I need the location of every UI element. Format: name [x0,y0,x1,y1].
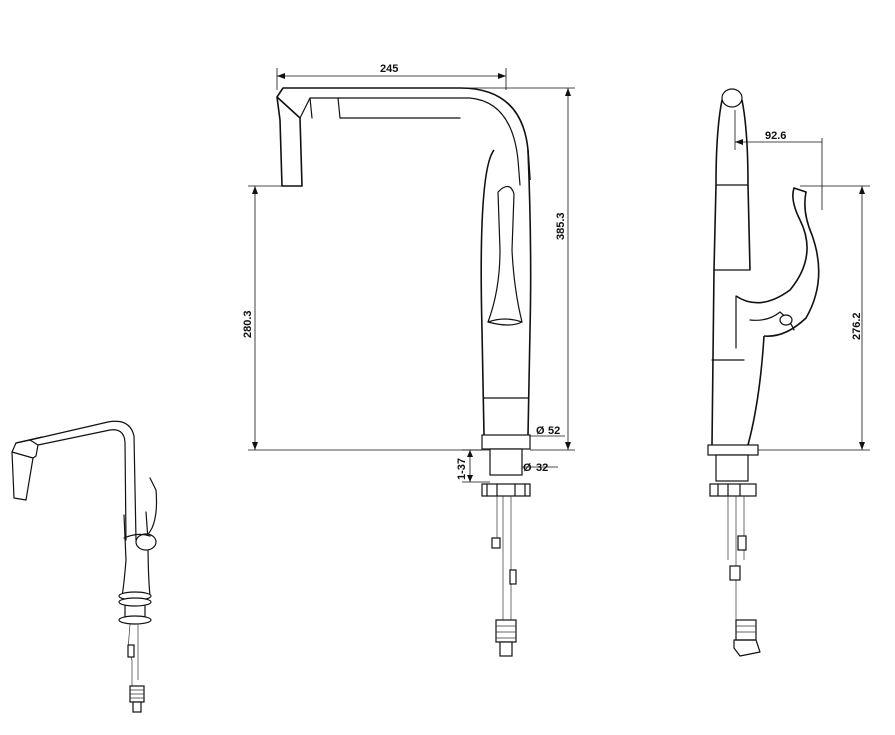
dim-shank-diameter-symbol: Ø [523,462,532,474]
dim-spray-reach: 92.6 [765,130,786,142]
dim-overall-height: 385.3 [555,212,567,240]
dim-base-diameter-symbol: Ø [536,425,545,437]
dim-deck-thickness: 1-37 [456,458,468,480]
dim-shank-diameter: 32 [536,462,548,474]
dim-overall-reach: 245 [380,63,398,75]
perspective-view [11,420,158,713]
front-view [276,87,532,657]
dim-base-diameter: 52 [548,425,560,437]
dimension-labels: 245 385.3 280.3 Ø 52 Ø 32 1-37 92.6 276.… [242,63,863,480]
side-view [707,88,820,657]
dimension-lines [248,68,870,483]
dim-spout-height: 280.3 [242,310,254,338]
dim-handle-height: 276.2 [851,312,863,340]
